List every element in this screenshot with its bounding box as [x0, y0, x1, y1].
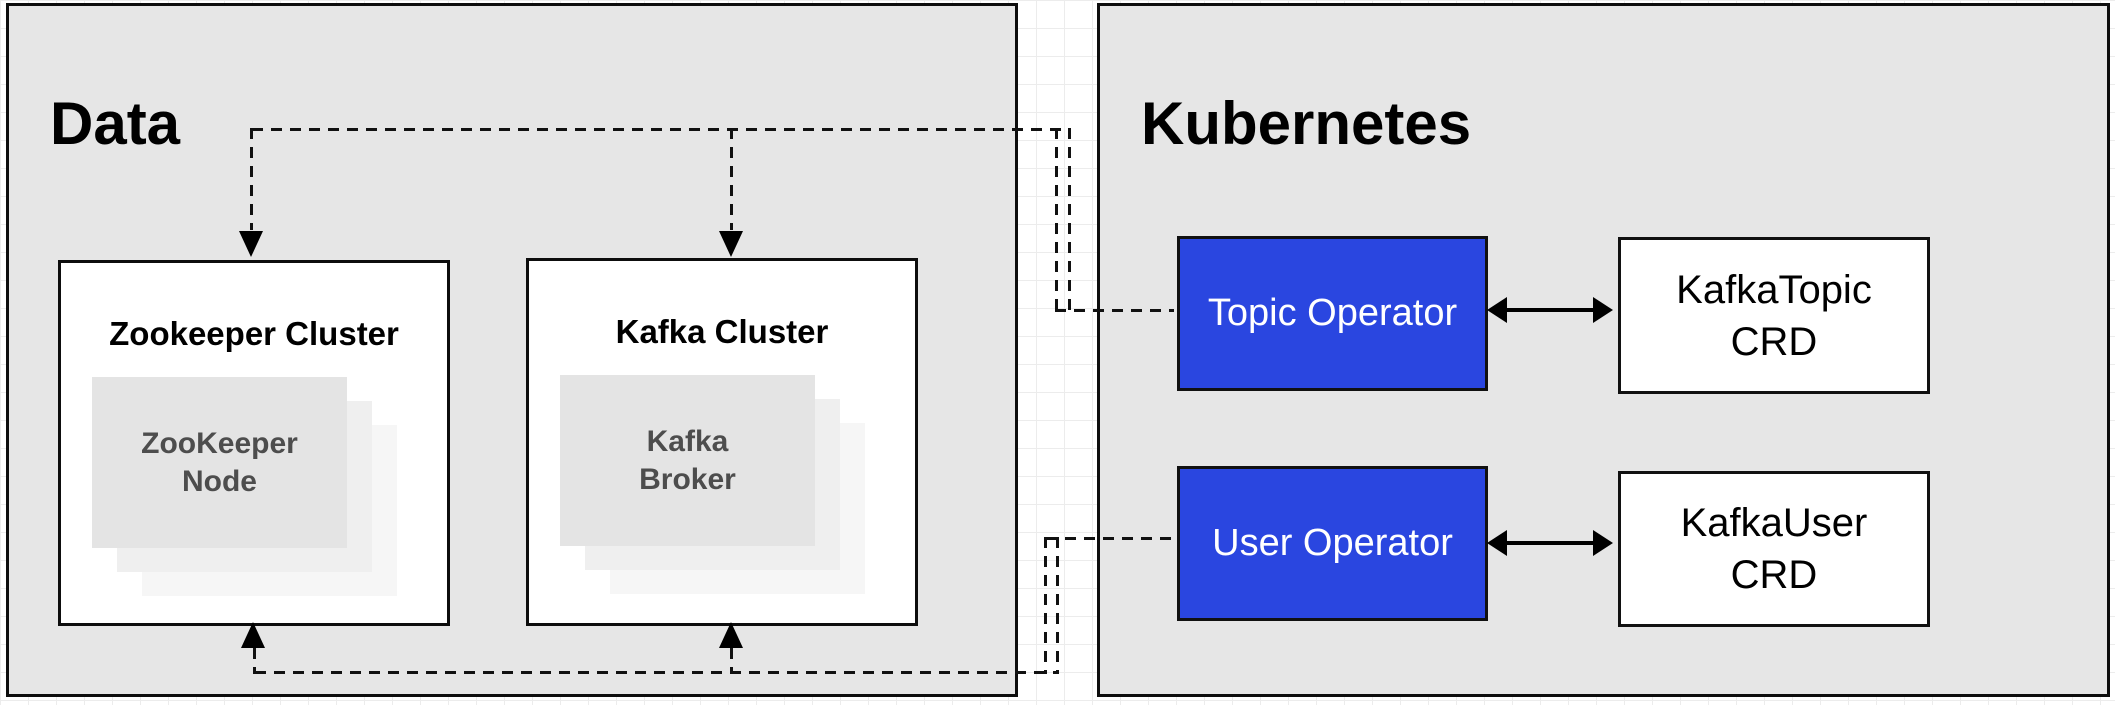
data-panel-title: Data: [50, 90, 181, 157]
gap-vertical-dashed-2: [1068, 128, 1071, 311]
kafka-cluster-title: Kafka Cluster: [615, 313, 829, 350]
dashed-rise-to-kafka: [730, 648, 733, 674]
kafka-broker-label: Kafka Broker: [639, 425, 736, 496]
data-panel: Data Zookeeper Cluster ZooKeeper Node Ka…: [6, 3, 1018, 697]
zookeeper-cluster-title: Zookeeper Cluster: [109, 315, 399, 352]
user-operator-crd-link-line: [1503, 541, 1597, 545]
dashed-drop-to-kafka: [730, 128, 733, 230]
kubernetes-panel: Kubernetes Topic Operator User Operator …: [1097, 3, 2110, 697]
zookeeper-cluster-box: Zookeeper Cluster ZooKeeper Node: [58, 260, 450, 626]
topic-operator-box: Topic Operator: [1177, 236, 1488, 391]
arrow-left-icon: [1487, 530, 1507, 556]
dashed-from-user-operator: [1046, 537, 1174, 540]
arrow-down-icon: [719, 231, 743, 257]
user-operator-bottom-dashed-line: [255, 671, 1059, 674]
kafkatopic-crd-label: KafkaTopic CRD: [1676, 267, 1872, 364]
zookeeper-node-label: ZooKeeper Node: [141, 427, 298, 498]
arrow-up-icon: [719, 622, 743, 648]
arrow-right-icon: [1593, 297, 1613, 323]
topic-operator-label: Topic Operator: [1207, 292, 1458, 334]
gap-vertical-dashed-1: [1055, 128, 1058, 311]
topic-operator-top-dashed-line: [252, 128, 1070, 131]
arrow-left-icon: [1487, 297, 1507, 323]
kafkauser-crd-label: KafkaUser CRD: [1680, 501, 1868, 597]
kafka-cluster-box: Kafka Cluster Kafka Broker: [526, 258, 918, 626]
kafkauser-crd-box: KafkaUser CRD: [1618, 471, 1930, 627]
topic-operator-crd-link-line: [1503, 308, 1597, 312]
gap-vertical-dashed-3: [1044, 537, 1047, 674]
arrow-right-icon: [1593, 530, 1613, 556]
arrow-down-icon: [239, 231, 263, 257]
arrow-up-icon: [241, 622, 265, 648]
gap-vertical-dashed-4: [1056, 537, 1059, 674]
dashed-rise-to-zookeeper: [253, 648, 256, 674]
kafkatopic-crd-box: KafkaTopic CRD: [1618, 237, 1930, 394]
dashed-into-topic-operator: [1055, 309, 1174, 312]
zookeeper-node-box: ZooKeeper Node: [92, 377, 347, 548]
user-operator-box: User Operator: [1177, 466, 1488, 621]
dashed-drop-to-zookeeper: [250, 128, 253, 230]
kubernetes-panel-title: Kubernetes: [1141, 90, 1472, 157]
kafka-broker-box: Kafka Broker: [560, 375, 815, 546]
user-operator-label: User Operator: [1212, 522, 1453, 564]
